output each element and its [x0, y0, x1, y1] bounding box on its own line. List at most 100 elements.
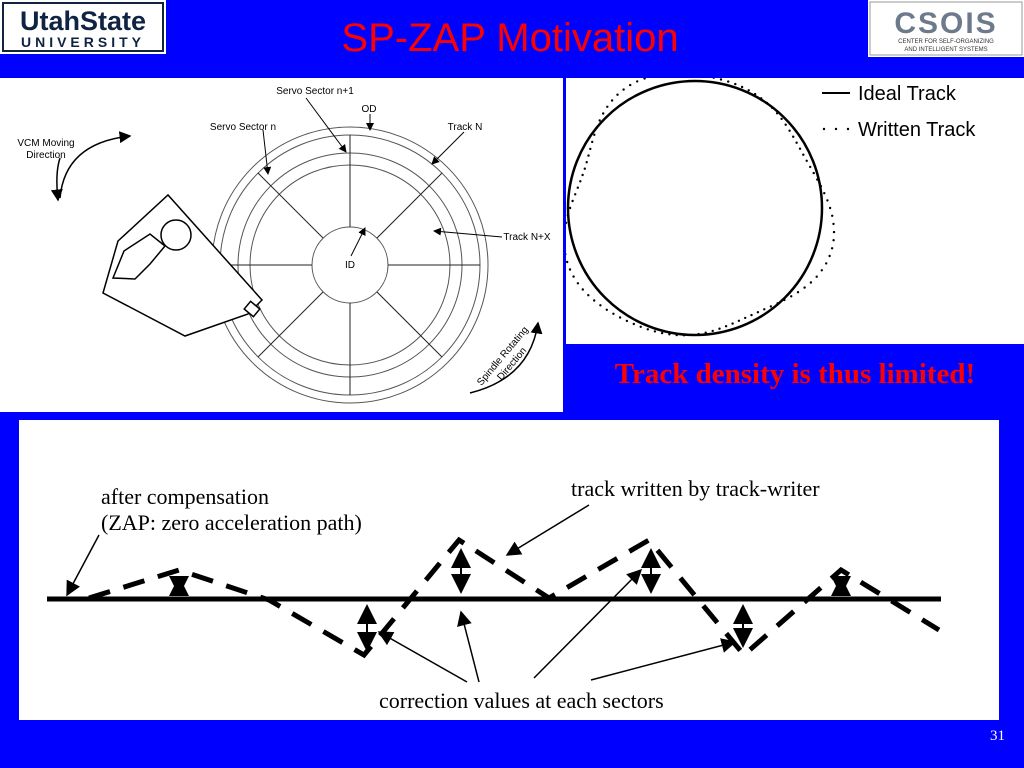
written-track-dot	[593, 299, 596, 302]
written-track-dot	[581, 173, 584, 177]
zap-diagram: after compensation (ZAP: zero accelerati…	[19, 420, 999, 720]
csois-logo-name: CSOIS	[894, 7, 997, 40]
written-track-dot	[771, 106, 774, 110]
written-track-dot	[643, 77, 646, 80]
written-track-dot	[832, 239, 835, 242]
written-track-dot	[622, 88, 625, 91]
written-track-dot	[819, 185, 823, 188]
written-track-dot	[593, 133, 596, 136]
written-track-dot	[585, 161, 588, 164]
written-track-dot	[724, 325, 728, 328]
written-track-dot	[756, 311, 760, 314]
written-track-dot	[646, 328, 649, 331]
vcm-direction-arrow	[59, 131, 132, 199]
written-track-dot	[566, 260, 569, 264]
written-track-dot	[566, 214, 569, 217]
written-track-dot	[812, 171, 815, 175]
written-track-dot	[581, 288, 584, 291]
written-track-dot	[760, 97, 763, 100]
written-track-dot	[574, 193, 577, 196]
track-comparison: Ideal Track Written Track	[562, 72, 1024, 344]
written-track-dot	[690, 333, 693, 337]
written-track-dot	[591, 140, 594, 144]
written-track-dot	[828, 254, 831, 258]
written-track-dot	[805, 159, 808, 162]
written-track-dot	[612, 312, 615, 315]
written-track-dot	[831, 214, 834, 217]
written-track-dot	[583, 167, 586, 170]
written-track-dot	[629, 83, 632, 87]
written-track-dot	[809, 281, 813, 284]
written-track-dot	[636, 80, 639, 83]
written-track-dot	[830, 247, 834, 250]
written-track-dot	[731, 322, 734, 325]
written-track-dot	[587, 294, 590, 297]
written-track-dot	[740, 85, 744, 89]
written-track-dot	[769, 305, 773, 308]
written-track-dot	[616, 93, 619, 96]
written-track-dot	[675, 333, 678, 337]
written-track-dot	[598, 119, 601, 122]
correction-arrows	[169, 548, 851, 652]
written-track-dot	[747, 89, 750, 92]
disk-diagram: Servo Sector n+1 OD Servo Sector n Track…	[0, 78, 563, 412]
legend-written: Written Track	[858, 119, 976, 141]
written-track-dot	[571, 199, 574, 203]
label-vcm-line2: Direction	[26, 150, 65, 161]
written-track-dot	[832, 222, 835, 226]
csois-logo-tagline1: CENTER FOR SELF-ORGANIZING	[898, 39, 994, 45]
written-track-dot	[660, 331, 664, 335]
track-density-callout: Track density is thus limited!	[614, 358, 976, 390]
label-vcm-line1: VCM Moving	[17, 138, 74, 149]
written-track-dot	[576, 282, 580, 285]
usu-logo-line2: UNIVERSITY	[21, 34, 145, 50]
written-track-dot	[568, 206, 572, 210]
label-track-n: Track N	[448, 122, 483, 133]
written-track-dot	[606, 105, 609, 108]
written-track-dot	[602, 112, 605, 115]
written-track-dot	[595, 126, 598, 129]
written-track-dot	[564, 253, 567, 256]
written-track-dot	[734, 82, 737, 86]
written-track-dot	[790, 295, 793, 298]
written-track-dot	[697, 332, 700, 336]
written-track-dot	[618, 316, 622, 319]
legend-written-dots	[822, 127, 850, 131]
written-track-path	[88, 536, 941, 659]
csois-logo: CSOIS CENTER FOR SELF-ORGANIZING AND INT…	[868, 0, 1024, 57]
written-track-dot	[823, 192, 826, 195]
usu-logo-line1: UtahState	[20, 6, 146, 36]
written-track-dot	[668, 333, 671, 336]
written-track-dot	[828, 206, 832, 210]
correction-values-label: correction values at each sectors	[379, 688, 664, 713]
written-track-dot	[712, 76, 715, 79]
written-track-dot	[796, 291, 800, 294]
written-track-dot	[815, 275, 818, 278]
written-track-dot	[795, 141, 798, 144]
written-track-dot	[610, 99, 614, 102]
after-compensation-line2: (ZAP: zero acceleration path)	[101, 510, 362, 535]
written-track-dot	[820, 269, 823, 272]
written-track-dot	[632, 322, 635, 326]
track-written-label: track written by track-writer	[571, 476, 820, 501]
written-track-dot	[719, 78, 723, 81]
written-track-dot	[783, 298, 786, 302]
usu-logo: UtahState UNIVERSITY	[0, 0, 166, 54]
written-track-dot	[763, 308, 766, 311]
pointer-arrows	[66, 504, 737, 683]
written-track-dot	[572, 275, 575, 278]
written-track-dot	[765, 101, 769, 105]
ideal-track-circle	[566, 79, 824, 337]
written-track-dot	[802, 153, 805, 156]
written-track-dot	[776, 302, 779, 305]
written-track-dot	[579, 180, 582, 183]
after-compensation-line1: after compensation	[101, 484, 269, 509]
written-track-dot	[727, 80, 730, 83]
spindle-rotation-arrow	[469, 321, 543, 394]
label-servo-sector-n1: Servo Sector n+1	[276, 86, 354, 97]
written-track-dot	[589, 147, 592, 151]
written-track-dot	[792, 135, 795, 138]
written-track-dot	[816, 178, 819, 181]
written-track-dot	[803, 286, 806, 289]
written-track-dot	[798, 147, 802, 150]
